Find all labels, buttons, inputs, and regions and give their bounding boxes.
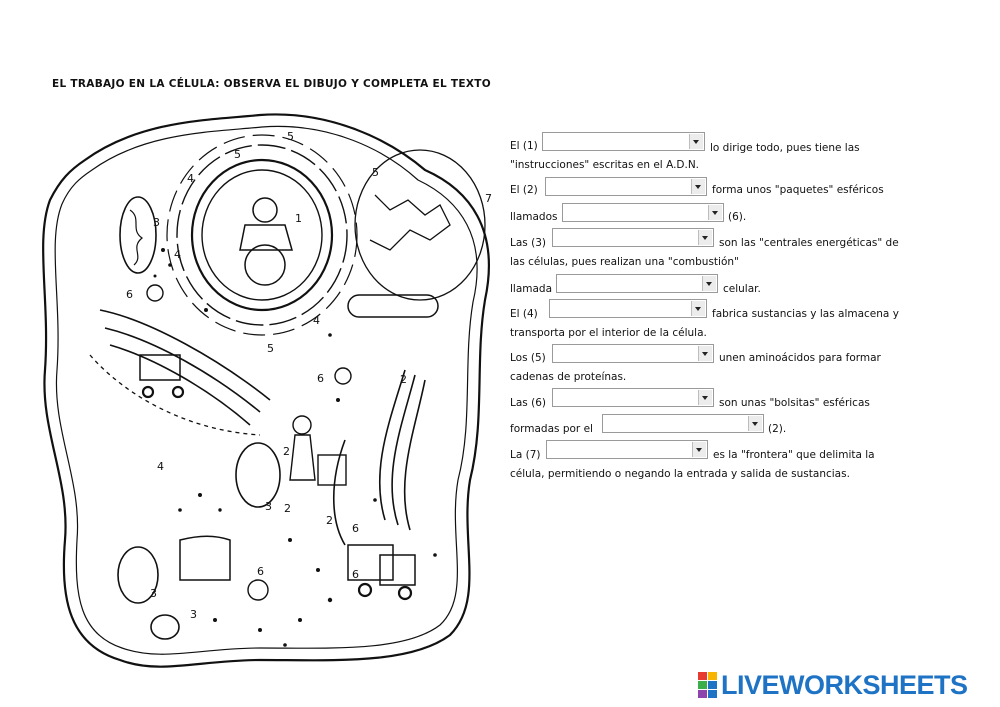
sentence-5-cont: cadenas de proteínas. bbox=[510, 371, 627, 383]
sentence-3-word: celular. bbox=[723, 283, 761, 295]
answer-dropdown-7[interactable] bbox=[552, 344, 714, 363]
diagram-label: 4 bbox=[157, 460, 164, 473]
sentence-5-start: Los (5) bbox=[510, 352, 546, 364]
answer-dropdown-10[interactable] bbox=[546, 440, 708, 459]
diagram-label: 1 bbox=[295, 212, 302, 225]
sentence-4-start: El (4) bbox=[510, 308, 538, 320]
mitochondrion bbox=[119, 196, 157, 274]
sentence-6-cont: formadas por el bbox=[510, 423, 593, 435]
answer-dropdown-2[interactable] bbox=[545, 177, 707, 196]
answer-dropdown-8[interactable] bbox=[552, 388, 714, 407]
sentence-1-end: lo dirige todo, pues tiene las bbox=[710, 142, 860, 154]
answer-dropdown-6[interactable] bbox=[549, 299, 707, 318]
chevron-down-icon bbox=[691, 179, 705, 194]
diagram-label: 5 bbox=[234, 148, 241, 161]
nucleus bbox=[190, 158, 334, 312]
diagram-label: 3 bbox=[190, 608, 197, 621]
diagram-label: 3 bbox=[150, 587, 157, 600]
sentence-3-end: son las "centrales energéticas" de bbox=[719, 237, 899, 249]
sentence-6-ref: (2). bbox=[768, 423, 787, 435]
sentence-7-end: es la "frontera" que delimita la bbox=[713, 449, 875, 461]
diagram-label: 6 bbox=[257, 565, 264, 578]
diagram-label: 2 bbox=[400, 373, 407, 386]
chevron-down-icon bbox=[698, 390, 712, 405]
answer-dropdown-5[interactable] bbox=[556, 274, 718, 293]
diagram-label: 4 bbox=[313, 314, 320, 327]
sentence-4-cont: transporta por el interior de la célula. bbox=[510, 327, 707, 339]
sentence-1-start: El (1) bbox=[510, 140, 538, 152]
diagram-label: 5 bbox=[267, 342, 274, 355]
diagram-label: 5 bbox=[287, 130, 294, 143]
sentence-3-start: Las (3) bbox=[510, 237, 546, 249]
chevron-down-icon bbox=[708, 205, 722, 220]
sentence-5-end: unen aminoácidos para formar bbox=[719, 352, 881, 364]
chevron-down-icon bbox=[689, 134, 703, 149]
diagram-label: 5 bbox=[372, 166, 379, 179]
chevron-down-icon bbox=[698, 230, 712, 245]
chevron-down-icon bbox=[691, 301, 705, 316]
diagram-label: 2 bbox=[326, 514, 333, 527]
diagram-label: 6 bbox=[126, 288, 133, 301]
liveworksheets-logo: LIVEWORKSHEETS bbox=[698, 668, 968, 702]
chevron-down-icon bbox=[692, 442, 706, 457]
cell-membrane bbox=[42, 113, 490, 668]
diagram-label: 3 bbox=[265, 500, 272, 513]
sentence-3-label: llamada bbox=[510, 283, 553, 295]
diagram-label: 2 bbox=[283, 445, 290, 458]
diagram-label: 4 bbox=[187, 172, 194, 185]
diagram-label: 6 bbox=[317, 372, 324, 385]
worksheet-title: EL TRABAJO EN LA CÉLULA: OBSERVA EL DIBU… bbox=[52, 78, 491, 90]
diagram-label: 7 bbox=[485, 192, 492, 205]
answer-dropdown-1[interactable] bbox=[542, 132, 705, 151]
sentence-3-cont: las células, pues realizan una "combusti… bbox=[510, 256, 739, 268]
logo-text: LIVEWORKSHEETS bbox=[721, 669, 968, 700]
diagram-label: 2 bbox=[284, 502, 291, 515]
answer-dropdown-9[interactable] bbox=[602, 414, 764, 433]
sentence-2-cont: llamados bbox=[510, 211, 558, 223]
diagram-label: 6 bbox=[352, 522, 359, 535]
sentence-6-end: son unas "bolsitas" esféricas bbox=[719, 397, 870, 409]
diagram-label: 3 bbox=[153, 216, 160, 229]
answer-dropdown-3[interactable] bbox=[562, 203, 724, 222]
diagram-label: 4 bbox=[174, 248, 181, 261]
sentence-2-ref: (6). bbox=[728, 211, 747, 223]
sentence-7-cont: célula, permitiendo o negando la entrada… bbox=[510, 468, 850, 480]
diagram-label: 6 bbox=[352, 568, 359, 581]
sentence-4-end: fabrica sustancias y las almacena y bbox=[712, 308, 899, 320]
cell-diagram: 1 2 2 2 2 3 3 3 3 4 4 4 4 5 5 5 5 6 6 6 … bbox=[42, 113, 492, 668]
chevron-down-icon bbox=[748, 416, 762, 431]
chevron-down-icon bbox=[702, 276, 716, 291]
answer-dropdown-4[interactable] bbox=[552, 228, 714, 247]
sentence-7-start: La (7) bbox=[510, 449, 541, 461]
sentence-6-start: Las (6) bbox=[510, 397, 546, 409]
sentence-2-start: El (2) bbox=[510, 184, 538, 196]
sentence-2-end: forma unos "paquetes" esféricos bbox=[712, 184, 884, 196]
chevron-down-icon bbox=[698, 346, 712, 361]
liveworksheets-logo-icon bbox=[698, 672, 717, 698]
sentence-1-cont: "instrucciones" escritas en el A.D.N. bbox=[510, 159, 700, 171]
